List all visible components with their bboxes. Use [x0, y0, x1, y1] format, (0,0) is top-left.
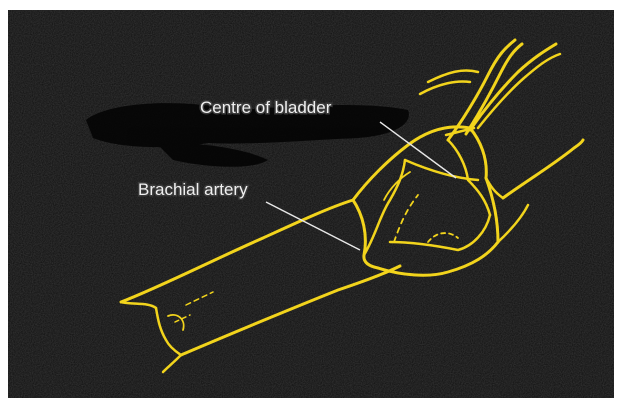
diagram-panel: Centre of bladder Brachial artery	[8, 10, 614, 398]
arm-outline-diagram: Centre of bladder Brachial artery	[8, 10, 614, 398]
label-brachial-artery: Brachial artery	[138, 180, 248, 199]
label-centre-of-bladder: Centre of bladder	[200, 98, 332, 117]
